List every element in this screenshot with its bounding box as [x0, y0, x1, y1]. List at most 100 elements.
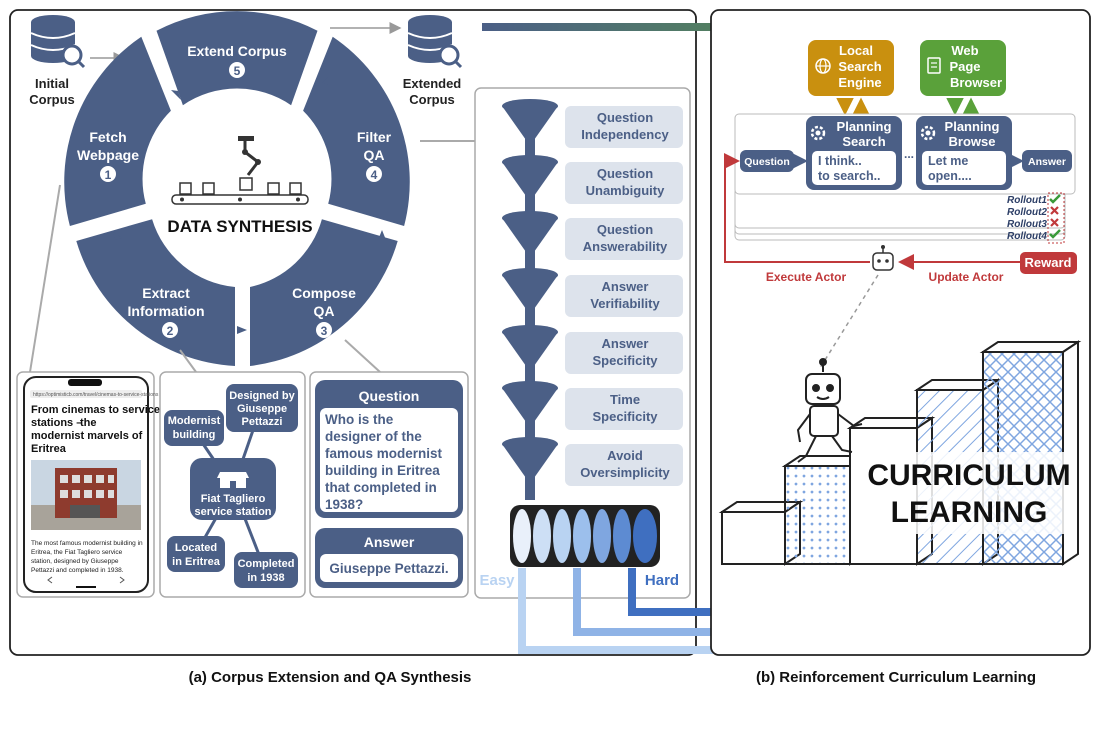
ring-arrow-2 [112, 231, 122, 240]
filter-bar-3 [565, 218, 683, 260]
initial-corpus-label-2: Corpus [29, 92, 75, 107]
ring-segment-extract-information [76, 219, 235, 366]
filter-bar-4 [565, 275, 683, 317]
funnel-icon-6 [502, 381, 558, 422]
question-text-box [320, 408, 458, 512]
local-search-line-3: Engine [838, 75, 881, 90]
step-fetch-label-2: Webpage [77, 147, 139, 163]
planning-browse-title-1: Planning [945, 119, 1000, 134]
graph-node-designer [226, 384, 298, 432]
step-compose-label-1: Compose [292, 285, 356, 301]
funnel-icon-3 [502, 211, 558, 252]
extract-connector [179, 349, 197, 373]
ring-segment-filter-qa [303, 36, 410, 226]
graph-node-2-line-2: Giuseppe [237, 403, 287, 415]
body-line-4: Pettazzi and completed in 1938. [31, 567, 124, 574]
rollout-4-check-icon [1049, 229, 1061, 239]
step-extend-number: 5 [234, 64, 241, 78]
planning-browse-title-2: Browse [949, 134, 996, 149]
climbing-robot-icon [796, 358, 863, 463]
headline-line-5: Eritrea [31, 443, 67, 455]
planning-browse-text-2: open.... [928, 169, 972, 183]
question-line-4: building in Eritrea [325, 463, 440, 478]
rollout-1-check-icon [1049, 194, 1061, 204]
graph-center-line-1: Fiat Tagliero [201, 493, 266, 505]
reward-label: Reward [1025, 255, 1072, 270]
graph-center-node [190, 458, 276, 520]
ring-segment-compose-qa [250, 219, 398, 366]
planning-browse-text-box [922, 151, 1006, 185]
reward-box [1020, 252, 1077, 274]
caption-b: (b) Reinforcement Curriculum Learning [756, 669, 1036, 686]
rollout-3-cross-icon [1050, 218, 1059, 227]
filter-4-line-1: Answer [602, 279, 649, 294]
globe-icon [815, 58, 831, 74]
local-search-line-1: Local [839, 43, 873, 58]
easy-label: Easy [479, 572, 515, 589]
filter-5-line-2: Specificity [592, 353, 658, 368]
robot-arm-conveyor-icon [171, 136, 309, 205]
planning-search-text-1: I think.. [818, 154, 862, 168]
step-extend-label: Extend Corpus [187, 43, 287, 59]
graph-center-line-2: service station [194, 506, 271, 518]
local-search-line-2: Search [838, 59, 881, 74]
graph-node-2-line-1: Designed by [229, 390, 295, 402]
step-fetch-label-1: Fetch [89, 129, 126, 145]
extended-corpus-label-2: Corpus [409, 92, 455, 107]
planning-search-text-2: to search.. [818, 169, 881, 183]
extended-corpus-database-icon [407, 15, 463, 69]
rollout-3-label: Rollout3 [1007, 219, 1047, 230]
rollout-2-cross-icon [1050, 206, 1059, 215]
question-title: Question [359, 388, 420, 404]
question-line-1: Who is the [325, 412, 394, 427]
body-line-2: Eritrea, the Fiat Tagliero service [31, 549, 123, 556]
rollout-results-box [1047, 192, 1065, 244]
rl-question-label: Question [744, 156, 790, 168]
step-extend-badge [229, 62, 245, 78]
filter-1-line-1: Question [597, 110, 653, 125]
ring-arrow-1 [171, 90, 181, 100]
question-line-5: that completed in [325, 480, 437, 495]
phone-url: https://optimisticb.com/travel/cinemas-t… [33, 392, 159, 398]
curriculum-text-block [873, 452, 1065, 534]
planning-search-text-box [812, 151, 896, 185]
web-browser-line-3: Browser [950, 75, 1002, 90]
execute-actor-label: Execute Actor [766, 270, 847, 284]
graph-node-1-line-1: Modernist [168, 415, 221, 427]
extended-corpus-label-1: Extended [403, 76, 462, 91]
step-extract-label-1: Extract [142, 285, 190, 301]
difficulty-discs [510, 505, 660, 567]
step-extract-badge [162, 322, 178, 338]
web-browser-line-1: Web [951, 43, 978, 58]
step-filter-label-2: QA [364, 147, 385, 163]
question-line-6: 1938? [325, 497, 363, 512]
graph-node-2-line-3: Pettazzi [242, 416, 283, 428]
filter-bar-6 [565, 388, 683, 430]
question-line-3: famous modernist [325, 446, 443, 461]
graph-node-modernist [164, 410, 224, 446]
graph-node-location [167, 536, 225, 572]
building-photo [31, 460, 141, 530]
update-actor-label: Update Actor [929, 270, 1004, 284]
ring-segment-fetch-webpage [64, 36, 171, 226]
local-search-engine-box [808, 40, 894, 96]
answer-title: Answer [364, 534, 415, 550]
rl-question-box [740, 150, 794, 172]
filter-1-line-2: Independency [581, 127, 669, 142]
gear-icon-search [810, 125, 826, 141]
step-filter-number: 4 [371, 168, 378, 182]
filter-4-line-2: Verifiability [590, 296, 660, 311]
graph-node-4-line-1: Completed [238, 558, 295, 570]
step-extract-label-2: Information [128, 303, 205, 319]
rl-answer-box [1022, 150, 1072, 172]
filter-6-line-2: Specificity [592, 409, 658, 424]
step-filter-label-1: Filter [357, 129, 392, 145]
headline-line-1: From cinemas to service [31, 404, 160, 416]
step-fetch-number: 1 [105, 168, 112, 182]
filter-7-line-2: Oversimplicity [580, 465, 670, 480]
rollout-2-label: Rollout2 [1007, 207, 1047, 218]
filter-5-line-1: Answer [602, 336, 649, 351]
step-filter-badge [366, 166, 382, 182]
step-fetch-badge [100, 166, 116, 182]
